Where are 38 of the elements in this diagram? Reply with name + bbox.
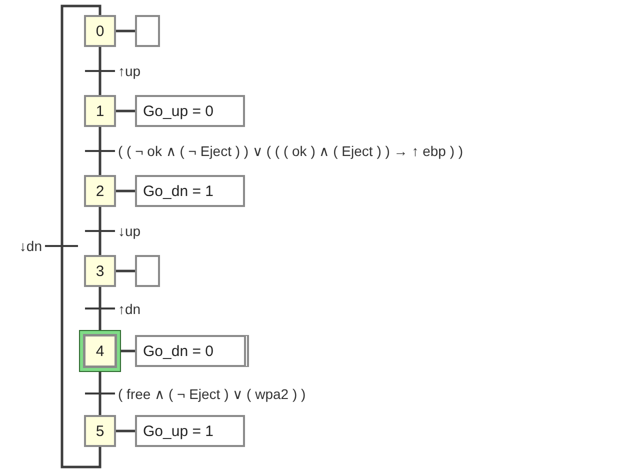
action-box	[135, 95, 245, 127]
connector-line	[98, 207, 102, 255]
step-box	[84, 15, 116, 47]
action-text: Go_dn = 0	[143, 342, 214, 360]
connector-line	[116, 270, 135, 272]
transition-condition: ↓dn	[18, 238, 43, 254]
step-number: 1	[96, 102, 104, 120]
step-box	[84, 415, 116, 447]
action-text: Go_up = 1	[143, 422, 214, 440]
step-number: 0	[96, 22, 104, 40]
step-number: 5	[96, 422, 104, 440]
connector-line	[121, 350, 135, 352]
action-text: Go_up = 0	[143, 102, 214, 120]
connector-line	[98, 287, 102, 330]
transition-condition: ↑dn	[117, 300, 142, 316]
connector-line	[60, 4, 102, 468]
action-box	[135, 175, 245, 207]
step-box	[84, 95, 116, 127]
empty-action-box	[135, 255, 160, 287]
action-text: Go_dn = 1	[143, 182, 214, 200]
connector-line	[116, 30, 135, 32]
step-number: 2	[96, 182, 104, 200]
connector-line	[98, 372, 102, 415]
connector-line	[98, 127, 102, 175]
connector-line	[98, 47, 102, 95]
transition-condition: ( free ∧ ( ¬ Eject ) ∨ ( wpa2 ) )	[117, 386, 307, 402]
step-box	[84, 175, 116, 207]
step-box	[84, 255, 116, 287]
step-number: 4	[96, 342, 104, 360]
action-box	[135, 335, 249, 367]
action-box	[135, 415, 245, 447]
transition-condition: ( ( ¬ ok ∧ ( ¬ Eject ) ) ∨ ( ( ( ok ) ∧ ( Eject ) ) → ↑ ebp ) )	[117, 143, 464, 159]
step-box	[79, 330, 121, 372]
connector-line	[116, 430, 135, 432]
step-number: 3	[96, 262, 104, 280]
connector-line	[116, 110, 135, 112]
empty-action-box	[135, 15, 160, 47]
connector-line	[116, 190, 135, 192]
